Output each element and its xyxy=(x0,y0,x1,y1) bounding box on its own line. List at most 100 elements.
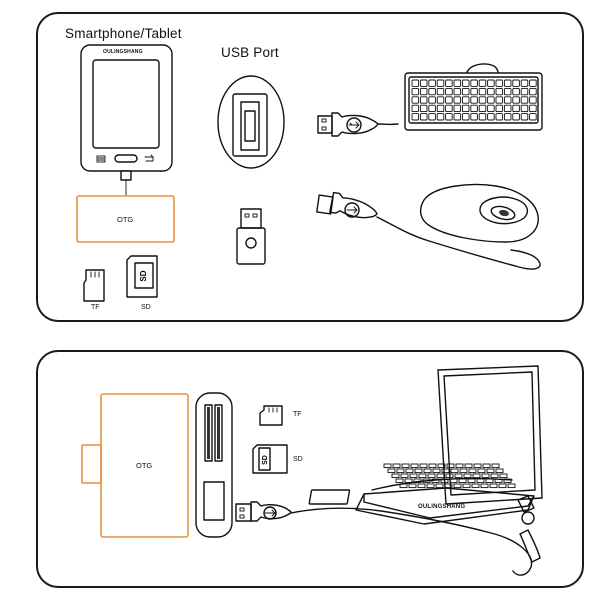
keyboard-key xyxy=(419,96,428,104)
keyboard-key xyxy=(520,79,529,87)
keyboard-key xyxy=(478,113,487,121)
laptop-key xyxy=(417,483,426,489)
laptop-key xyxy=(437,463,446,469)
sd-card-icon-bottom: SD xyxy=(252,444,288,474)
laptop-key xyxy=(391,473,400,479)
laptop-key xyxy=(428,463,437,469)
keyboard-key xyxy=(529,104,537,113)
card-slot-device xyxy=(195,392,233,538)
keyboard-key xyxy=(428,113,436,121)
keyboard-key xyxy=(520,96,529,104)
keyboard-key xyxy=(436,87,445,96)
keyboard-key xyxy=(487,87,495,96)
smartphone-illustration xyxy=(80,44,173,197)
laptop-key xyxy=(459,468,468,474)
laptop-key xyxy=(458,478,467,484)
keyboard-key xyxy=(436,96,445,104)
laptop-key xyxy=(409,473,418,479)
laptop-key xyxy=(453,483,462,489)
laptop-key xyxy=(423,468,432,474)
laptop-key xyxy=(485,478,494,484)
keyboard-key xyxy=(411,87,420,96)
keyboard-key xyxy=(428,96,436,104)
laptop-key xyxy=(467,478,476,484)
keyboard-key xyxy=(495,96,504,104)
usb-port-illustration xyxy=(217,75,285,169)
laptop-key xyxy=(491,463,500,469)
keyboard-key xyxy=(436,113,445,121)
laptop-key xyxy=(464,463,473,469)
tf-card-icon-bottom xyxy=(259,405,283,426)
laptop-key xyxy=(426,483,435,489)
laptop-key xyxy=(503,478,512,484)
laptop-key xyxy=(446,463,455,469)
keyboard-key xyxy=(503,104,512,113)
keyboard-key xyxy=(487,104,495,113)
laptop-key xyxy=(400,473,409,479)
usb-port-title: USB Port xyxy=(221,45,279,60)
keyboard-key xyxy=(461,96,470,104)
laptop-key xyxy=(445,473,454,479)
laptop-brand-label: OULINGSHANG xyxy=(418,504,466,510)
keyboard-key xyxy=(512,113,520,121)
usb-flash-drive-illustration xyxy=(236,208,266,265)
phone-brand-label: OULINGSHANG xyxy=(103,49,143,55)
svg-text:SD: SD xyxy=(262,455,269,465)
keyboard-key xyxy=(461,87,470,96)
keyboard-key xyxy=(419,104,428,113)
tf-card-icon xyxy=(83,269,105,302)
laptop-key xyxy=(480,483,489,489)
laptop-key xyxy=(462,483,471,489)
laptop-key xyxy=(498,483,507,489)
device-title: Smartphone/Tablet xyxy=(65,26,182,41)
usb-cable-laptop xyxy=(235,495,541,576)
keyboard-key xyxy=(512,104,520,113)
laptop-key xyxy=(401,463,410,469)
keyboard-key xyxy=(503,79,512,87)
keyboard-key xyxy=(512,87,520,96)
keyboard-key xyxy=(445,104,453,113)
laptop-key xyxy=(482,463,491,469)
laptop-key xyxy=(481,473,490,479)
keyboard-key xyxy=(453,113,462,121)
laptop-key xyxy=(404,478,413,484)
usb-cable-mouse xyxy=(316,191,541,270)
laptop-key xyxy=(471,483,480,489)
keyboard-key xyxy=(520,113,529,121)
keyboard-key xyxy=(445,87,453,96)
laptop-key xyxy=(441,468,450,474)
laptop-key xyxy=(410,463,419,469)
tf-label-bottom: TF xyxy=(293,411,302,418)
keyboard-key xyxy=(520,87,529,96)
laptop-key xyxy=(383,463,392,469)
laptop-key xyxy=(476,478,485,484)
sd-card-icon: SD xyxy=(126,255,158,298)
otg-label-bottom: OTG xyxy=(136,461,153,470)
keyboard-key xyxy=(411,79,420,87)
keyboard-key xyxy=(495,113,504,121)
keyboard-key xyxy=(461,79,470,87)
laptop-key xyxy=(473,463,482,469)
laptop-key xyxy=(468,468,477,474)
otg-adapter-top xyxy=(76,195,175,243)
keyboard-key xyxy=(529,113,537,121)
laptop-key xyxy=(435,483,444,489)
keyboard-key xyxy=(487,113,495,121)
keyboard-key xyxy=(478,87,487,96)
laptop-key xyxy=(431,478,440,484)
keyboard-key xyxy=(419,87,428,96)
keyboard-key xyxy=(428,79,436,87)
laptop-key xyxy=(408,483,417,489)
usb-cable-keyboard xyxy=(317,112,399,137)
keyboard-key xyxy=(445,79,453,87)
keyboard-key xyxy=(453,79,462,87)
keyboard-key xyxy=(512,96,520,104)
laptop-key xyxy=(489,483,498,489)
laptop-key xyxy=(495,468,504,474)
sd-label-top: SD xyxy=(141,304,151,311)
laptop-key xyxy=(399,483,408,489)
otg-label-top: OTG xyxy=(117,215,134,224)
keyboard-key xyxy=(470,79,478,87)
keyboard-key xyxy=(461,104,470,113)
